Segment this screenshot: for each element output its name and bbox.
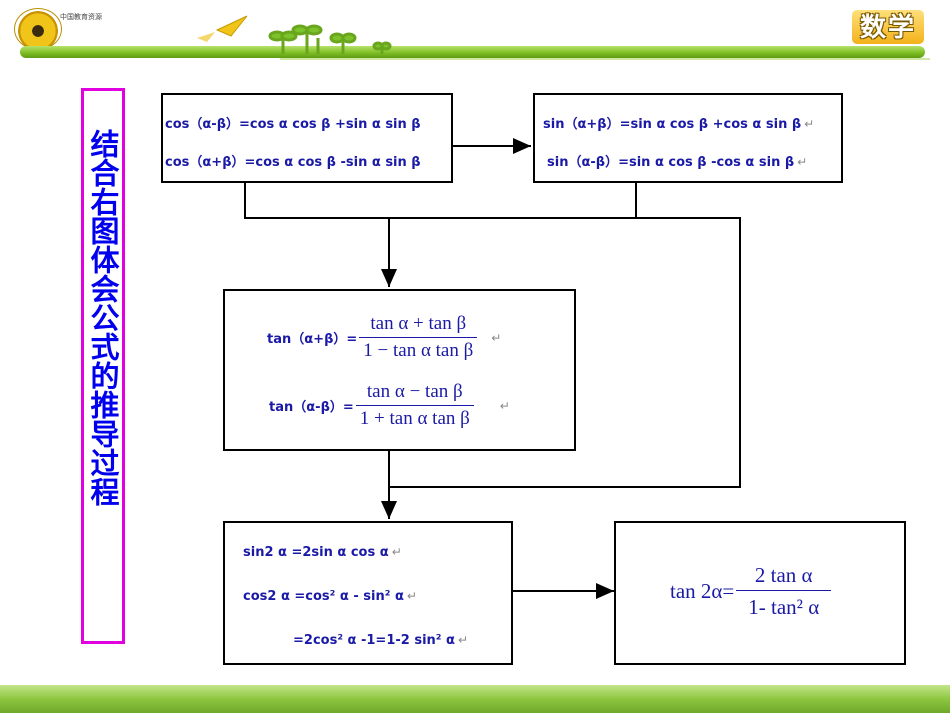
tan-difference-fraction: tan α − tan β 1 + tan α tan β: [355, 381, 474, 430]
subject-badge: 数学: [852, 10, 924, 44]
return-mark: ↵: [804, 117, 815, 131]
tan-sum-fraction: tan α + tan β 1 − tan α tan β: [359, 313, 478, 362]
tan-sum-difference-box: tan（α+β）= tan α + tan β 1 − tan α tan β …: [223, 289, 576, 451]
double-angle-box: sin2 α =2sin α cos α↵ cos2 α =cos² α - s…: [223, 521, 513, 665]
vertical-title: 结合右图体会公式的推导过程: [86, 129, 120, 506]
tan-difference-denominator: 1 + tan α tan β: [359, 408, 470, 429]
cos-double-formula: cos2 α =cos² α - sin² α: [243, 589, 404, 604]
tan-sum-numerator: tan α + tan β: [359, 313, 478, 338]
tan-difference-numerator: tan α − tan β: [355, 381, 474, 406]
tan-double-fraction: 2 tan α 1- tan² α: [736, 563, 832, 620]
cos-sum-difference-box: cos（α-β）=cos α cos β +sin α sin β cos（α+…: [161, 93, 453, 183]
tan-double-label: tan 2α=: [670, 579, 735, 603]
tan-sum-label: tan（α+β）=: [267, 332, 358, 347]
return-mark: ↵: [491, 330, 502, 345]
tan-double-denominator: 1- tan² α: [748, 595, 820, 619]
header-bar: [20, 46, 925, 58]
cos-double-alt-formula: =2cos² α -1=1-2 sin² α: [293, 633, 455, 648]
return-mark: ↵: [499, 398, 510, 413]
tan-difference-label: tan（α-β）=: [269, 400, 354, 415]
return-mark: ↵: [797, 155, 808, 169]
header-underline: [280, 58, 930, 60]
return-mark: ↵: [406, 589, 417, 603]
publisher-logo: [14, 8, 62, 50]
cos-difference-formula: cos（α-β）=cos α cos β +sin α sin β: [165, 117, 421, 132]
tan-sum-denominator: 1 − tan α tan β: [363, 340, 474, 361]
return-mark: ↵: [457, 633, 468, 647]
cos-sum-formula: cos（α+β）=cos α cos β -sin α sin β: [165, 155, 421, 170]
sin-double-formula: sin2 α =2sin α cos α: [243, 545, 389, 560]
return-mark: ↵: [391, 545, 402, 559]
sin-difference-formula: sin（α-β）=sin α cos β -cos α sin β: [547, 155, 795, 170]
logo-text: 中国教育资源: [60, 14, 102, 21]
merge-line-right: [389, 217, 741, 488]
footer-bar: [0, 685, 950, 713]
vertical-title-frame: 结合右图体会公式的推导过程: [81, 88, 125, 644]
tan-double-angle-box: tan 2α= 2 tan α 1- tan² α: [614, 521, 906, 665]
sin-sum-difference-box: sin（α+β）=sin α cos β +cos α sin β↵ sin（α…: [533, 93, 843, 183]
sin-sum-formula: sin（α+β）=sin α cos β +cos α sin β: [543, 117, 802, 132]
tan-double-numerator: 2 tan α: [736, 563, 832, 591]
merge-line-top: [244, 183, 637, 219]
sprout-decoration-icon: [197, 15, 392, 54]
